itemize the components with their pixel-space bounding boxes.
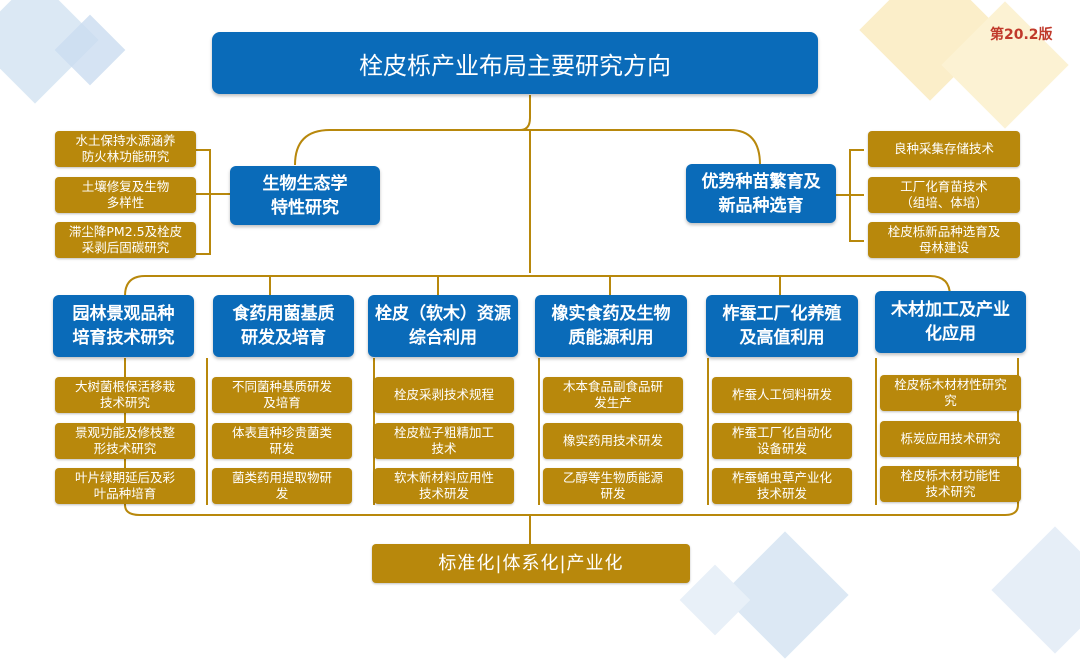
category-title: 木材加工及产业 化应用 — [875, 291, 1026, 353]
category-item: 柞蚕工厂化自动化 设备研发 — [712, 423, 852, 459]
version-label: 第20.2版 — [990, 27, 1053, 43]
category-item: 软木新材料应用性 技术研发 — [374, 468, 514, 504]
category-item: 栓皮栎木材材性研究 究 — [880, 375, 1021, 411]
category-item: 叶片绿期延后及彩 叶品种培育 — [55, 468, 195, 504]
left-group-item: 土壤修复及生物 多样性 — [55, 177, 196, 213]
category-title: 橡实食药及生物 质能源利用 — [535, 295, 687, 357]
right-group-item: 工厂化育苗技术 （组培、体培） — [868, 177, 1020, 213]
category-item: 栓皮栎木材功能性 技术研究 — [880, 466, 1021, 502]
category-item: 栎炭应用技术研究 — [880, 421, 1021, 457]
category-item: 栓皮采剥技术规程 — [374, 377, 514, 413]
left-group-item: 水土保持水源涵养 防火林功能研究 — [55, 131, 196, 167]
category-item: 菌类药用提取物研 发 — [212, 468, 352, 504]
category-title: 食药用菌基质 研发及培育 — [213, 295, 354, 357]
category-item: 体表直种珍贵菌类 研发 — [212, 423, 352, 459]
category-item: 柞蚕人工饲料研发 — [712, 377, 852, 413]
category-title: 园林景观品种 培育技术研究 — [53, 295, 194, 357]
category-title: 柞蚕工厂化养殖 及高值利用 — [706, 295, 858, 357]
category-title: 栓皮（软木）资源 综合利用 — [368, 295, 518, 357]
left-group-title: 生物生态学 特性研究 — [230, 166, 380, 225]
category-item: 不同菌种基质研发 及培育 — [212, 377, 352, 413]
right-group-item: 良种采集存储技术 — [868, 131, 1020, 167]
category-item: 乙醇等生物质能源 研发 — [543, 468, 683, 504]
category-item: 栓皮粒子粗精加工 技术 — [374, 423, 514, 459]
diagram-title: 栓皮栎产业布局主要研究方向 — [212, 32, 818, 94]
right-group-title: 优势种苗繁育及 新品种选育 — [686, 164, 836, 223]
bottom-banner: 标准化|体系化|产业化 — [372, 544, 690, 583]
category-item: 木本食品副食品研 发生产 — [543, 377, 683, 413]
category-item: 景观功能及修枝整 形技术研究 — [55, 423, 195, 459]
category-item: 大树菌根保活移栽 技术研究 — [55, 377, 195, 413]
category-item: 柞蚕蛹虫草产业化 技术研发 — [712, 468, 852, 504]
category-item: 橡实药用技术研发 — [543, 423, 683, 459]
right-group-item: 栓皮栎新品种选育及 母林建设 — [868, 222, 1020, 258]
left-group-item: 滞尘降PM2.5及栓皮 采剥后固碳研究 — [55, 222, 196, 258]
